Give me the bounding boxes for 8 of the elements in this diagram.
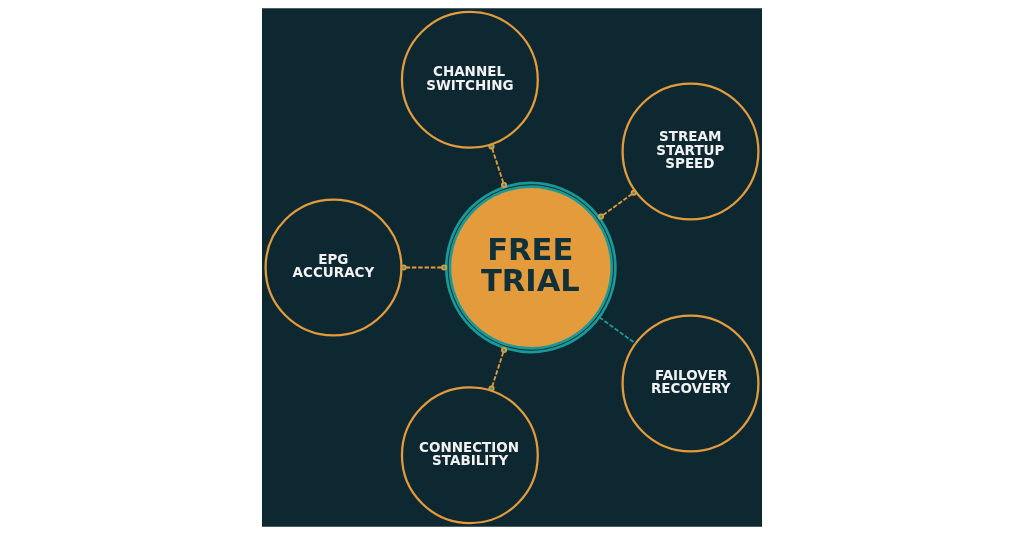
node-circle: EPG ACCURACY [264, 198, 403, 337]
node-circle: STREAM STARTUP SPEED [621, 82, 760, 221]
connector [400, 264, 448, 271]
connector [598, 316, 637, 345]
node-circle: FAILOVER RECOVERY [621, 314, 760, 453]
connector [488, 143, 508, 189]
connector [488, 346, 508, 392]
connector [597, 189, 637, 220]
